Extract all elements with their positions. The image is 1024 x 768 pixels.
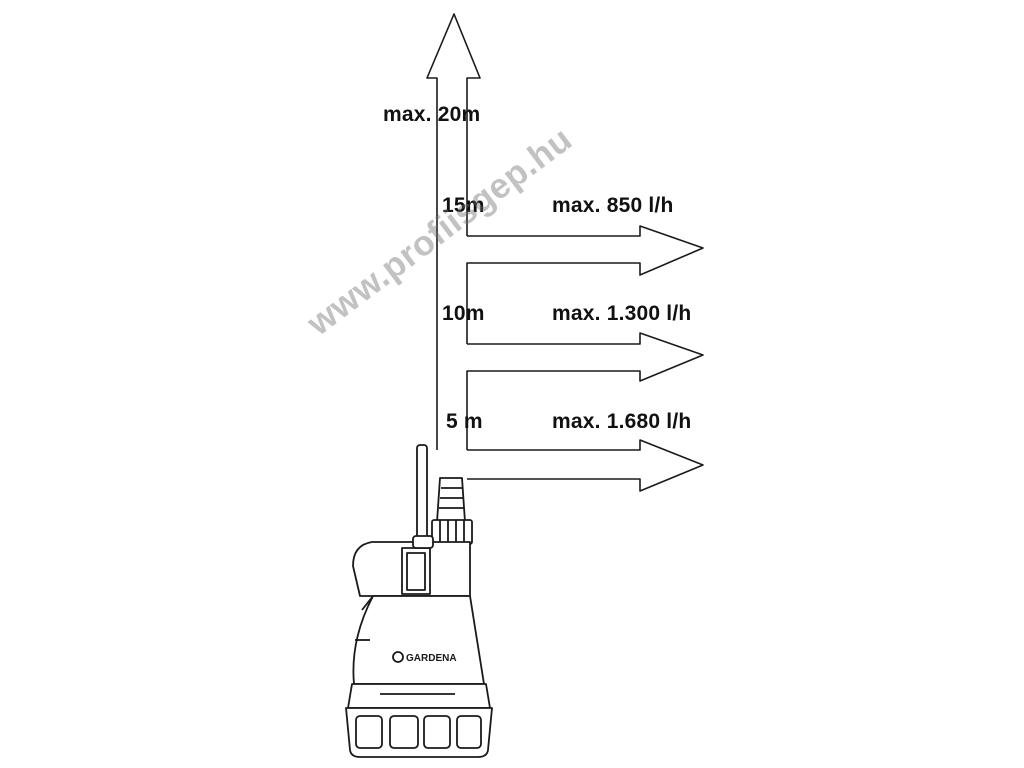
pump-base: [347, 683, 491, 709]
flow-arrow-10m: [466, 332, 704, 450]
label-max-height: max. 20m: [383, 103, 481, 126]
float-switch-rod: [416, 444, 428, 544]
label-flow-850: max. 850 l/h: [552, 194, 674, 217]
flow-arrow-15m: [466, 225, 704, 344]
motor-body: [352, 595, 485, 685]
outlet-nut: [431, 519, 473, 545]
vertical-height-arrow: [426, 13, 481, 450]
label-height-15m: 15m: [442, 194, 485, 217]
pump-brand-label: GARDENA: [406, 653, 457, 664]
label-flow-1300: max. 1.300 l/h: [552, 302, 692, 325]
pump-illustration: GARDENA: [345, 444, 493, 758]
label-height-10m: 10m: [442, 302, 485, 325]
label-flow-1680: max. 1.680 l/h: [552, 410, 692, 433]
hose-connector: [436, 477, 466, 523]
flow-arrow-5m: [467, 439, 704, 492]
label-height-5m: 5 m: [446, 410, 483, 433]
